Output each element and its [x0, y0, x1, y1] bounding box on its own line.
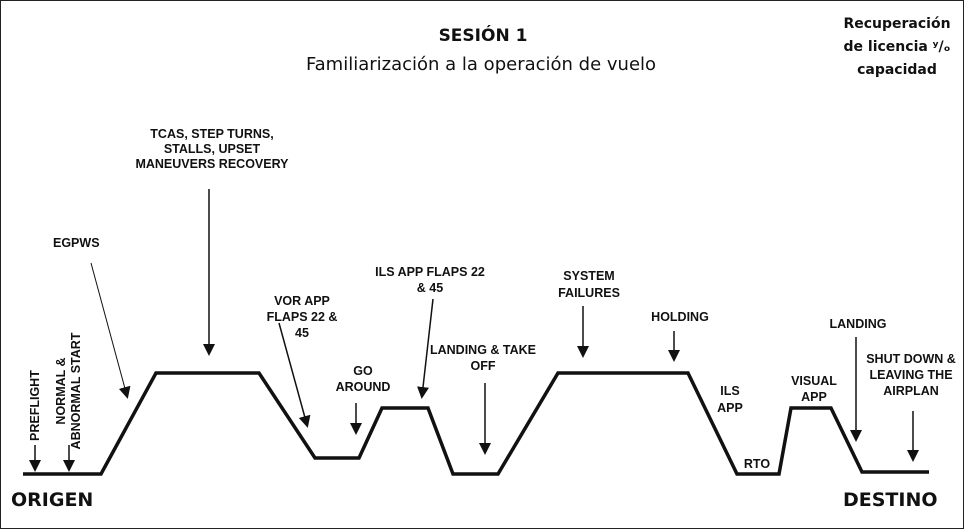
tcas-label: TCAS, STEP TURNS, STALLS, UPSET MANEUVER…: [135, 127, 289, 171]
ils-flaps-line-2: & 45: [417, 281, 443, 295]
ils-flaps-arrow-icon: [417, 298, 434, 399]
egpws-label: EGPWS: [53, 236, 100, 250]
vor-app-line-3: 45: [295, 326, 309, 340]
preflight-label: PREFLIGHT: [28, 370, 42, 441]
flight-profile-line: [23, 371, 929, 476]
ils-app-line-1: ILS: [720, 384, 739, 398]
system-failures-label: SYSTEM FAILURES: [558, 269, 620, 300]
ils-flaps-label: ILS APP FLAPS 22 & 45: [375, 265, 485, 295]
visual-app-label: VISUAL APP: [791, 374, 837, 404]
session-title: SESIÓN 1: [439, 24, 528, 46]
shutdown-line-3: AIRPLAN: [883, 384, 939, 398]
system-failures-line-2: FAILURES: [558, 286, 620, 300]
corner-line-1: Recuperación: [843, 16, 950, 32]
tcas-line-3: MANEUVERS RECOVERY: [135, 157, 289, 171]
corner-note: Recuperación de licencia ʸ/ₒ capacidad: [843, 16, 950, 78]
origin-label: ORIGEN: [11, 489, 93, 511]
destination-label: DESTINO: [843, 489, 938, 511]
landing-takeoff-line-2: OFF: [471, 359, 496, 373]
go-around-line-1: GO: [353, 364, 373, 378]
go-around-line-2: AROUND: [336, 380, 391, 394]
rto-label: RTO: [744, 457, 770, 471]
system-failures-line-1: SYSTEM: [563, 269, 614, 283]
landing-label: LANDING: [830, 317, 887, 331]
vor-app-label: VOR APP FLAPS 22 & 45: [267, 294, 338, 340]
ils-app-label: ILS APP: [717, 384, 743, 415]
egpws-arrow-icon: [90, 262, 131, 399]
vor-app-line-1: VOR APP: [274, 294, 330, 308]
corner-line-2: de licencia ʸ/ₒ: [844, 39, 951, 55]
normal-start-line-2: ABNORMAL START: [69, 332, 83, 449]
vor-app-line-2: FLAPS 22 &: [267, 310, 338, 324]
ils-flaps-line-1: ILS APP FLAPS 22: [375, 265, 485, 279]
shutdown-line-2: LEAVING THE: [869, 368, 952, 382]
stage-arrows: [29, 189, 919, 472]
tcas-line-2: STALLS, UPSET: [164, 142, 261, 156]
visual-app-line-2: APP: [801, 390, 827, 404]
session-subtitle: Familiarización a la operación de vuelo: [306, 54, 656, 75]
tcas-line-1: TCAS, STEP TURNS,: [150, 127, 273, 141]
shutdown-label: SHUT DOWN & LEAVING THE AIRPLAN: [866, 352, 956, 398]
landing-takeoff-line-1: LANDING & TAKE: [430, 343, 536, 357]
vor-app-arrow-icon: [278, 322, 311, 428]
landing-takeoff-label: LANDING & TAKE OFF: [430, 343, 536, 373]
visual-app-line-1: VISUAL: [791, 374, 837, 388]
holding-label: HOLDING: [651, 310, 709, 324]
normal-start-line-1: NORMAL &: [54, 357, 68, 424]
corner-line-3: capacidad: [857, 62, 937, 78]
go-around-label: GO AROUND: [336, 364, 391, 394]
normal-start-label: NORMAL & ABNORMAL START: [54, 332, 83, 449]
ils-app-line-2: APP: [717, 401, 743, 415]
shutdown-line-1: SHUT DOWN &: [866, 352, 956, 366]
